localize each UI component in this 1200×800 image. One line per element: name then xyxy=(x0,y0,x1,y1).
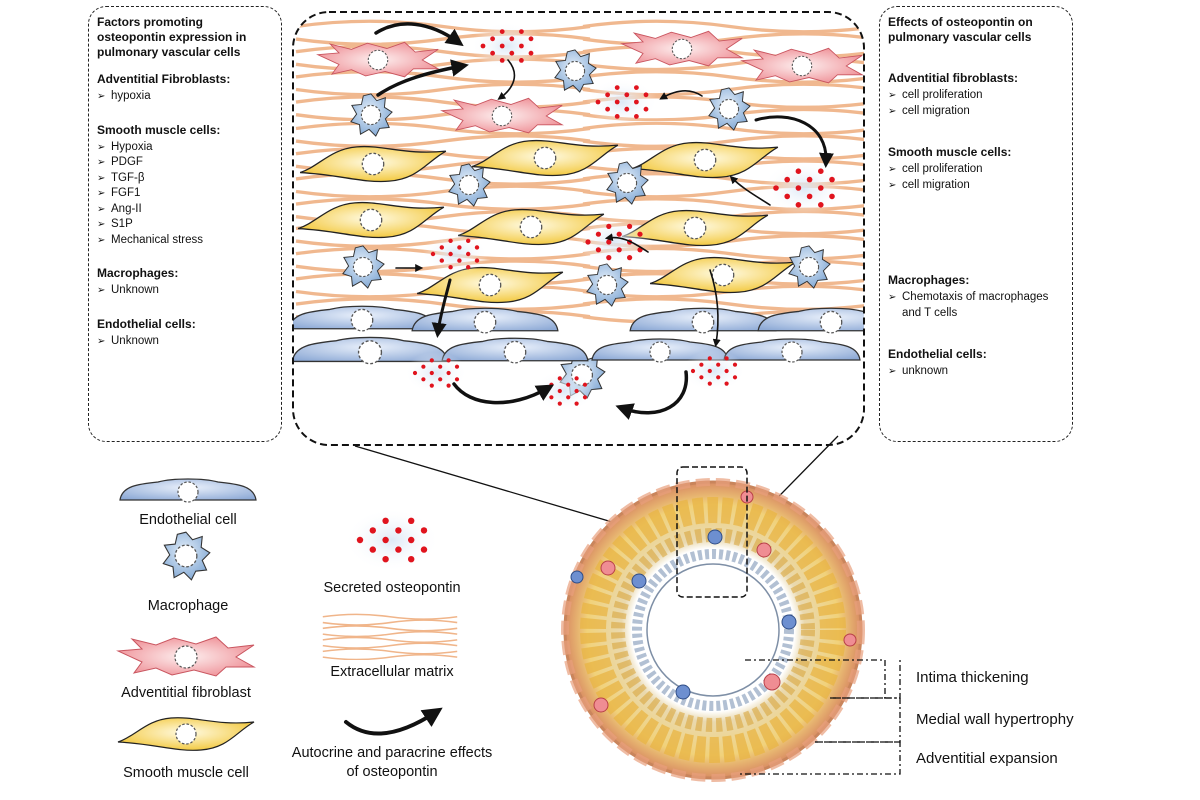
right-section-heading: Smooth muscle cells: xyxy=(888,145,1012,159)
list-item: Hypoxia xyxy=(97,140,273,156)
zoomed-vessel-wall xyxy=(292,11,865,446)
legend-osteopontin-icon xyxy=(344,508,440,572)
legend-icons xyxy=(117,478,459,751)
left-section-heading: Macrophages: xyxy=(97,266,179,280)
list-item: unknown xyxy=(888,364,1064,380)
right-section-heading: Endothelial cells: xyxy=(888,347,987,361)
left-section-list: Unknown xyxy=(97,283,273,299)
zoom-box-border xyxy=(292,11,865,446)
legend-osteopontin-label: Secreted osteopontin xyxy=(323,580,461,596)
intima-layer xyxy=(632,549,794,711)
list-item: cell migration xyxy=(888,104,1064,120)
list-item: cell proliferation xyxy=(888,162,1064,178)
left-section-list: hypoxia xyxy=(97,89,273,105)
intima-bracket xyxy=(745,659,886,699)
legend-macrophage-icon xyxy=(162,531,211,581)
left-section-heading: Smooth muscle cells: xyxy=(97,122,221,137)
adventitial-expansion-label: Adventitial expansion xyxy=(916,750,1058,767)
right-section-heading: Adventitial fibroblasts: xyxy=(888,71,1019,85)
osteopontin-arrows xyxy=(374,22,834,420)
list-item: cell proliferation xyxy=(888,88,1064,104)
right-section-list: cell proliferation cell migration xyxy=(888,162,1064,193)
list-item: FGF1 xyxy=(97,186,273,202)
legend-ecm-icon xyxy=(321,613,459,660)
adventitial-bracket xyxy=(740,741,901,775)
legend-smooth-muscle-icon xyxy=(117,717,255,751)
legend-endothelial-icon xyxy=(119,478,257,503)
media-layer xyxy=(580,497,846,763)
list-item: Unknown xyxy=(97,283,273,299)
intima-thickening-label: Intima thickening xyxy=(916,669,1029,686)
legend-macrophage-label: Macrophage xyxy=(147,598,229,614)
medial-wall-hypertrophy-label: Medial wall hypertrophy xyxy=(916,711,1074,728)
right-section-list: unknown xyxy=(888,364,1064,380)
right-effects-panel: Effects of osteopontin on pulmonary vasc… xyxy=(879,6,1073,442)
list-item: cell migration xyxy=(888,178,1064,194)
list-item: Mechanical stress xyxy=(97,233,273,249)
list-item: Chemotaxis of macrophages and T cells xyxy=(888,290,1064,321)
zoom-region-marker xyxy=(676,466,748,598)
vessel-cross-section xyxy=(561,466,865,782)
list-item: TGF-β xyxy=(97,171,273,187)
legend-ecm-label: Extracellular matrix xyxy=(330,664,454,680)
left-panel-title: Factors promoting osteopontin expression… xyxy=(97,15,247,59)
legend-effects-label: Autocrine and paracrine effects of osteo… xyxy=(291,745,493,780)
list-item: hypoxia xyxy=(97,89,273,105)
vessel-lumen xyxy=(646,563,780,697)
endothelial-cells xyxy=(293,305,864,365)
list-item: Unknown xyxy=(97,334,273,350)
right-section-list: cell proliferation cell migration xyxy=(888,88,1064,119)
list-item: PDGF xyxy=(97,155,273,171)
left-section-list: Hypoxia PDGF TGF-β FGF1 Ang-II S1P Mecha… xyxy=(97,140,273,249)
legend-smooth-muscle-label: Smooth muscle cell xyxy=(123,765,249,781)
left-section-list: Unknown xyxy=(97,334,273,350)
left-factors-panel: Factors promoting osteopontin expression… xyxy=(88,6,282,442)
layer-brackets xyxy=(740,659,901,775)
vessel-macrophages xyxy=(570,529,797,700)
right-panel-title: Effects of osteopontin on pulmonary vasc… xyxy=(888,15,1033,44)
legend-arrow-icon xyxy=(344,707,443,736)
left-section-heading: Adventitial Fibroblasts: xyxy=(97,72,231,86)
vessel-fibroblasts xyxy=(593,490,857,713)
legend-endothelial-label: Endothelial cell xyxy=(139,512,237,528)
adventitia-layer xyxy=(561,478,865,782)
left-section-heading: Endothelial cells: xyxy=(97,316,196,331)
right-section-heading: Macrophages: xyxy=(888,273,970,287)
legend-fibroblast-label: Adventitial fibroblast xyxy=(121,685,251,701)
list-item: S1P xyxy=(97,217,273,233)
legend-fibroblast-icon xyxy=(117,636,255,677)
list-item: Ang-II xyxy=(97,202,273,218)
right-section-list: Chemotaxis of macrophages and T cells xyxy=(888,290,1064,321)
